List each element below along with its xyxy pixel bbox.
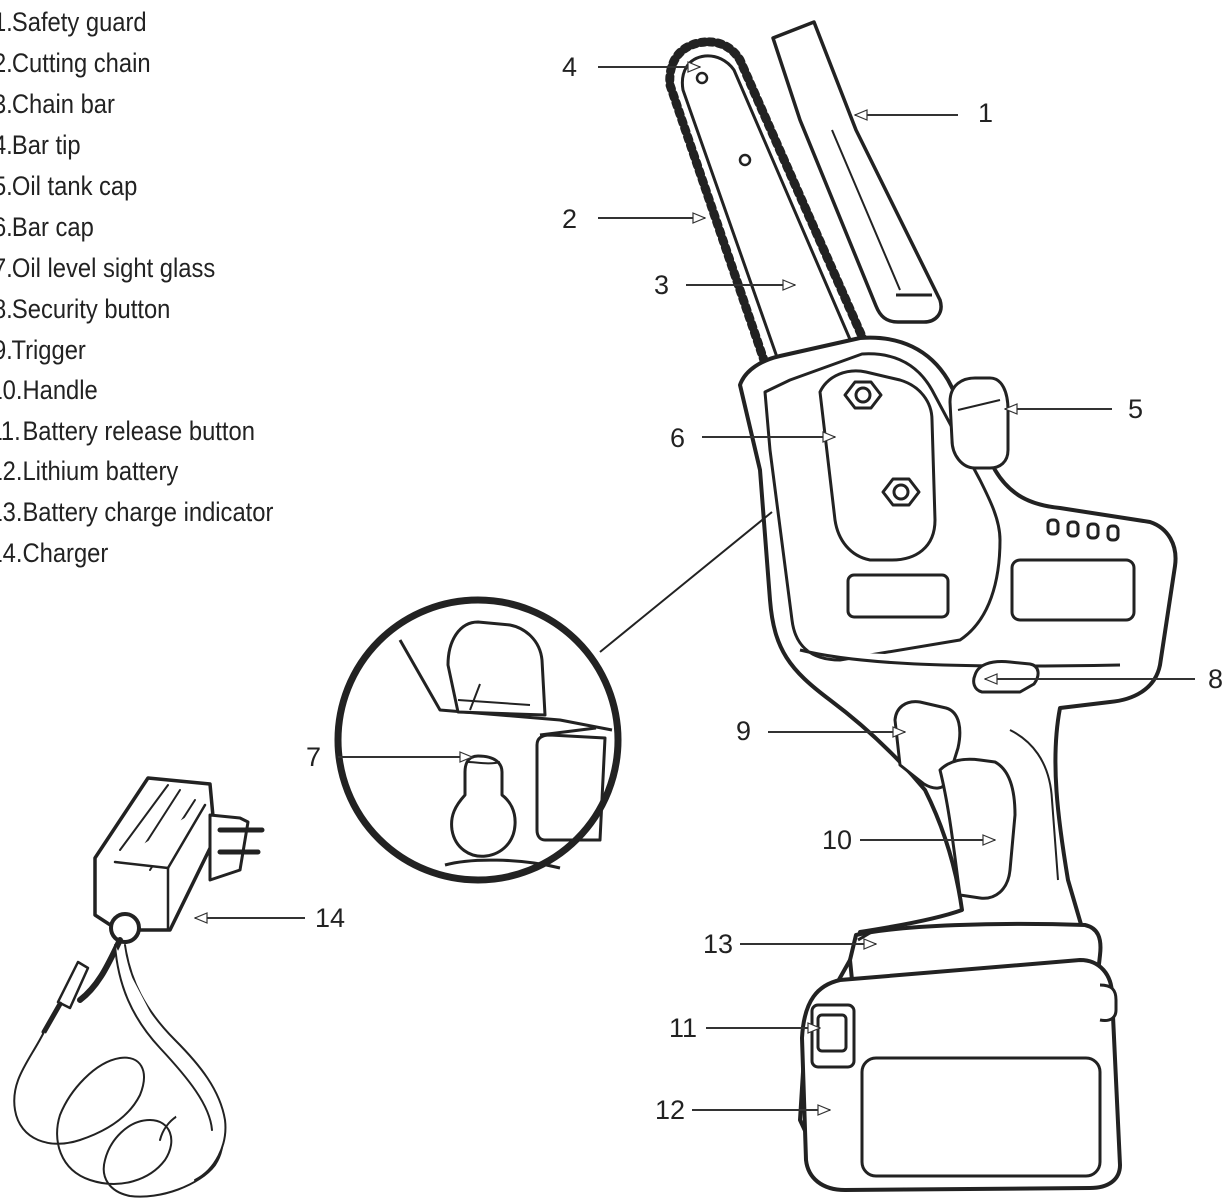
legend-item-trigger: 9. Trigger [0,335,86,365]
callout-3: 3 [654,270,669,300]
legend-item-oil-level-sight-glass: 7. Oil level sight glass [0,253,216,283]
callout-numbers: 1 2 3 4 5 6 7 8 9 10 11 12 13 14 [306,52,1223,1125]
callout-11: 11 [669,1013,697,1043]
callout-13: 13 [703,929,733,959]
callout-12: 12 [655,1095,685,1125]
callout-4: 4 [562,52,577,82]
legend-item-handle: 10. Handle [0,375,98,405]
legend-item-battery-release-button: 11. Battery release button [0,416,255,446]
safety-guard-illustration [771,20,943,324]
legend-item-battery-charge-indicator: 13. Battery charge indicator [0,497,274,527]
callout-9: 9 [736,716,751,746]
callout-1: 1 [978,98,993,128]
legend-item-charger: 14. Charger [0,538,109,568]
charger-illustration [13,776,265,1198]
legend-item-bar-tip: 4. Bar tip [0,130,81,160]
sight-glass-inset [334,511,773,884]
callout-2: 2 [562,204,577,234]
callout-14: 14 [315,903,345,933]
legend-item-lithium-battery: 12. Lithium battery [0,456,179,486]
legend-item-safety-guard: 1. Safety guard [0,7,147,37]
parts-legend: 1. Safety guard 2. Cutting chain 3. Chai… [0,0,330,580]
legend-item-cutting-chain: 2. Cutting chain [0,48,151,78]
battery-illustration [800,921,1122,1192]
legend-item-oil-tank-cap: 5. Oil tank cap [0,171,138,201]
legend-item-security-button: 8. Security button [0,294,171,324]
callout-arrows [195,67,1195,1110]
callout-8: 8 [1208,664,1223,694]
legend-item-chain-bar: 3. Chain bar [0,89,115,119]
callout-7: 7 [306,742,321,772]
callout-10: 10 [822,825,852,855]
callout-6: 6 [670,423,685,453]
legend-item-bar-cap: 6. Bar cap [0,212,94,242]
callout-5: 5 [1128,394,1143,424]
